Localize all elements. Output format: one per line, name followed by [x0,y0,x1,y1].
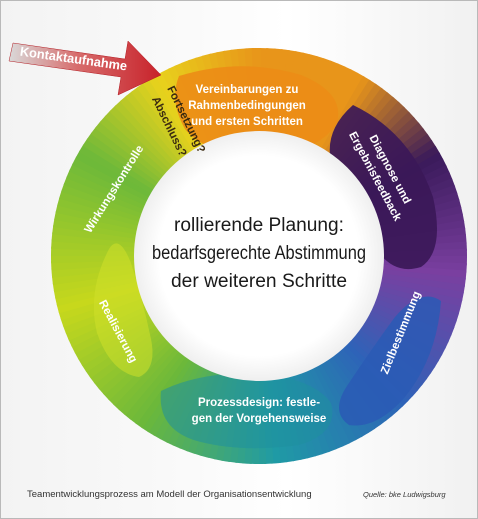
blue-accent-blob [339,296,441,426]
ring-wedge [148,74,202,156]
ring-wedge [118,342,184,416]
label-prozessdesign-1: Prozessdesign: festle- [198,397,320,409]
ring-wedge [90,126,167,187]
ring-wedge [68,162,154,209]
ring-wedge [104,109,175,178]
ring-wedge [95,120,170,184]
ring-wedge [309,360,357,444]
caption: Teamentwicklungsprozess am Modell der Or… [27,489,312,500]
ring-wedge [142,78,198,159]
label-vereinbarungen-3: und ersten Schritten [191,116,303,128]
ring-wedge [112,340,181,411]
teal-accent-blob [160,373,333,449]
ring-wedge [136,82,195,161]
center-line-3: der weiteren Schritte [171,271,347,292]
ring-wedge [75,150,158,201]
ring-wedge [61,182,149,220]
source-note: Quelle: bke Ludwigsburg [363,490,446,499]
ring-wedge [109,104,178,175]
ring-wedge [129,348,190,425]
ring-wedge [99,115,173,181]
orange-accent-blob [175,66,339,156]
center-hub [134,131,384,381]
center-line-2: bedarfsgerechte Abstimmung [152,243,366,264]
ring-wedge [123,345,187,420]
arrow-shape [8,40,162,96]
lime-accent-blob [93,243,153,377]
label-vereinbarungen-2: Rahmenbedingungen [188,100,306,112]
ring-wedge [119,95,185,169]
ring-wedge [114,99,181,172]
center-line-1: rollierende Planung: [174,215,344,236]
ring-wedge [130,86,191,164]
label-prozessdesign-2: gen der Vorgehensweise [192,413,327,425]
ring-wedge [66,169,152,212]
ring-wedge [72,156,156,205]
label-vereinbarungen-1: Vereinbarungen zu [196,84,299,96]
ring-wedge [86,131,165,191]
ring-wedge [78,143,160,197]
ring-wedge [125,90,188,166]
ring-wedge [82,137,162,194]
dark-purple-accent-blob [329,105,437,270]
ring-wedge [63,176,151,216]
